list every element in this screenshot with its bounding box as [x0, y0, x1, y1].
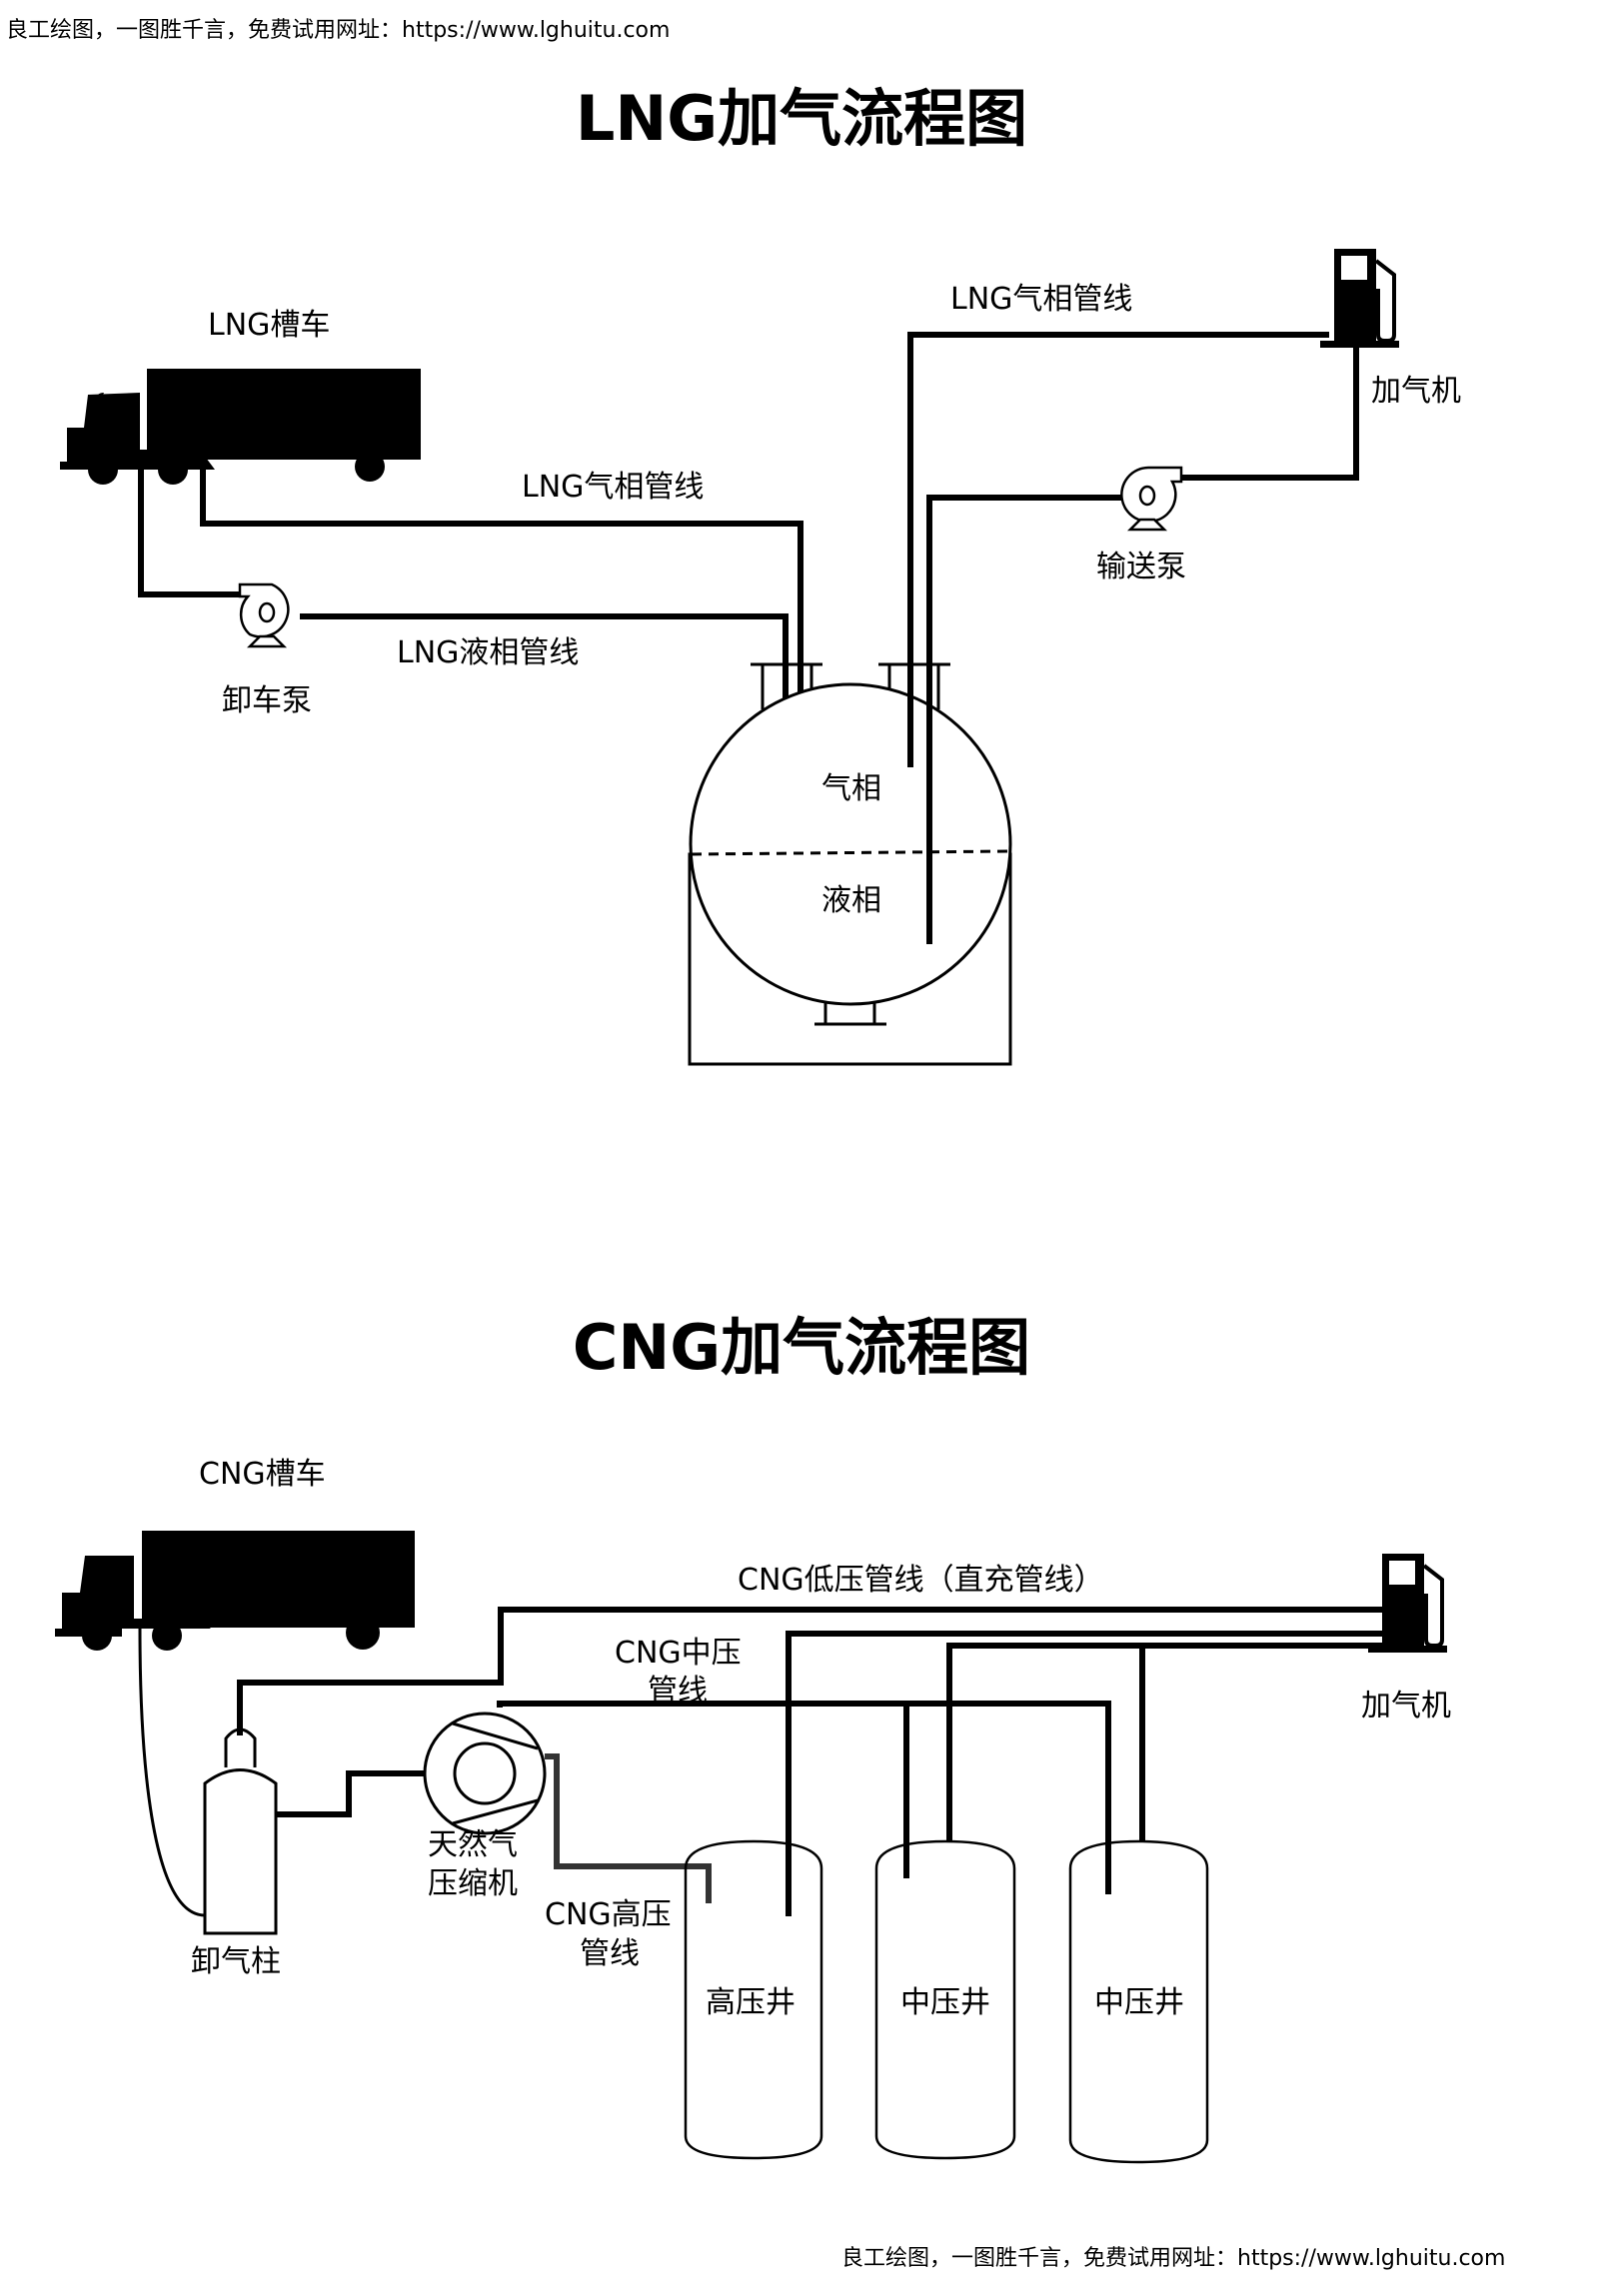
well-label: 高压井	[706, 1985, 796, 2020]
cng-post-to-compressor-pipe	[276, 1770, 425, 1817]
tank-gas-phase-label: 气相	[821, 771, 881, 806]
unload-post-icon	[203, 1727, 278, 1935]
lng-transfer-pipe-tank	[926, 495, 1121, 944]
lng-transfer-pipe-dispenser	[1181, 348, 1359, 481]
lng-truck-icon	[60, 369, 421, 485]
lng-gas-pipe-left	[200, 470, 803, 761]
watermark-top: 良工绘图，一图胜千言，免费试用网址：https://www.lghuitu.co…	[6, 18, 671, 43]
lng-storage-tank	[688, 662, 1012, 1066]
cng-mid-line-label-1: CNG中压	[615, 1636, 742, 1671]
well-label: 中压井	[1094, 1985, 1184, 2020]
compressor-label-1: 天然气	[428, 1827, 518, 1862]
watermark-bottom: 良工绘图，一图胜千言，免费试用网址：https://www.lghuitu.co…	[841, 2246, 1506, 2271]
lng-liquid-pipe-truck	[138, 470, 240, 597]
lng-gas-pipe-right	[907, 332, 1329, 767]
unload-post-label: 卸气柱	[191, 1944, 281, 1979]
well-label: 中压井	[900, 1985, 990, 2020]
lng-truck-label: LNG槽车	[208, 308, 331, 343]
cng-high-pressure-pipe	[545, 1753, 712, 1903]
cng-dispenser-icon	[1368, 1554, 1447, 1653]
lng-dispenser-icon	[1320, 249, 1399, 348]
cng-dispenser-label: 加气机	[1361, 1689, 1451, 1723]
cng-mid-pressure-pipe	[497, 1701, 1111, 1894]
lng-dispenser-label: 加气机	[1371, 374, 1461, 409]
cng-title: CNG加气流程图	[572, 1311, 1031, 1384]
compressor-icon	[423, 1712, 547, 1835]
cng-well-2	[874, 1839, 1016, 2160]
cng-low-pressure-pipe	[237, 1607, 1382, 1735]
cng-well1-to-dispenser-pipe	[786, 1631, 1382, 1916]
cng-low-line-label: CNG低压管线（直充管线）	[738, 1563, 1104, 1598]
compressor-label-2: 压缩机	[428, 1866, 518, 1901]
cng-well2-to-dispenser-pipe	[946, 1643, 1382, 1841]
lng-gas-line-right-label: LNG气相管线	[950, 282, 1133, 317]
cng-truck-icon	[55, 1531, 415, 1651]
unload-pump-label: 卸车泵	[222, 683, 312, 718]
transfer-pump-icon	[1120, 466, 1183, 532]
cng-mid-line-label-2: 管线	[648, 1674, 708, 1709]
cng-well-3	[1068, 1839, 1209, 2164]
cng-high-line-label-1: CNG高压	[545, 1897, 672, 1932]
unload-pump-icon	[238, 582, 290, 648]
cng-unload-hose	[138, 1628, 206, 1917]
lng-title: LNG加气流程图	[575, 82, 1028, 155]
lng-gas-line-left-label: LNG气相管线	[522, 470, 705, 505]
tank-liquid-phase-label: 液相	[821, 883, 881, 918]
cng-truck-label: CNG槽车	[199, 1457, 326, 1492]
lng-liquid-line-label: LNG液相管线	[397, 635, 580, 670]
transfer-pump-label: 输送泵	[1096, 550, 1186, 584]
cng-well-1	[684, 1839, 823, 2160]
cng-high-line-label-2: 管线	[580, 1936, 640, 1971]
